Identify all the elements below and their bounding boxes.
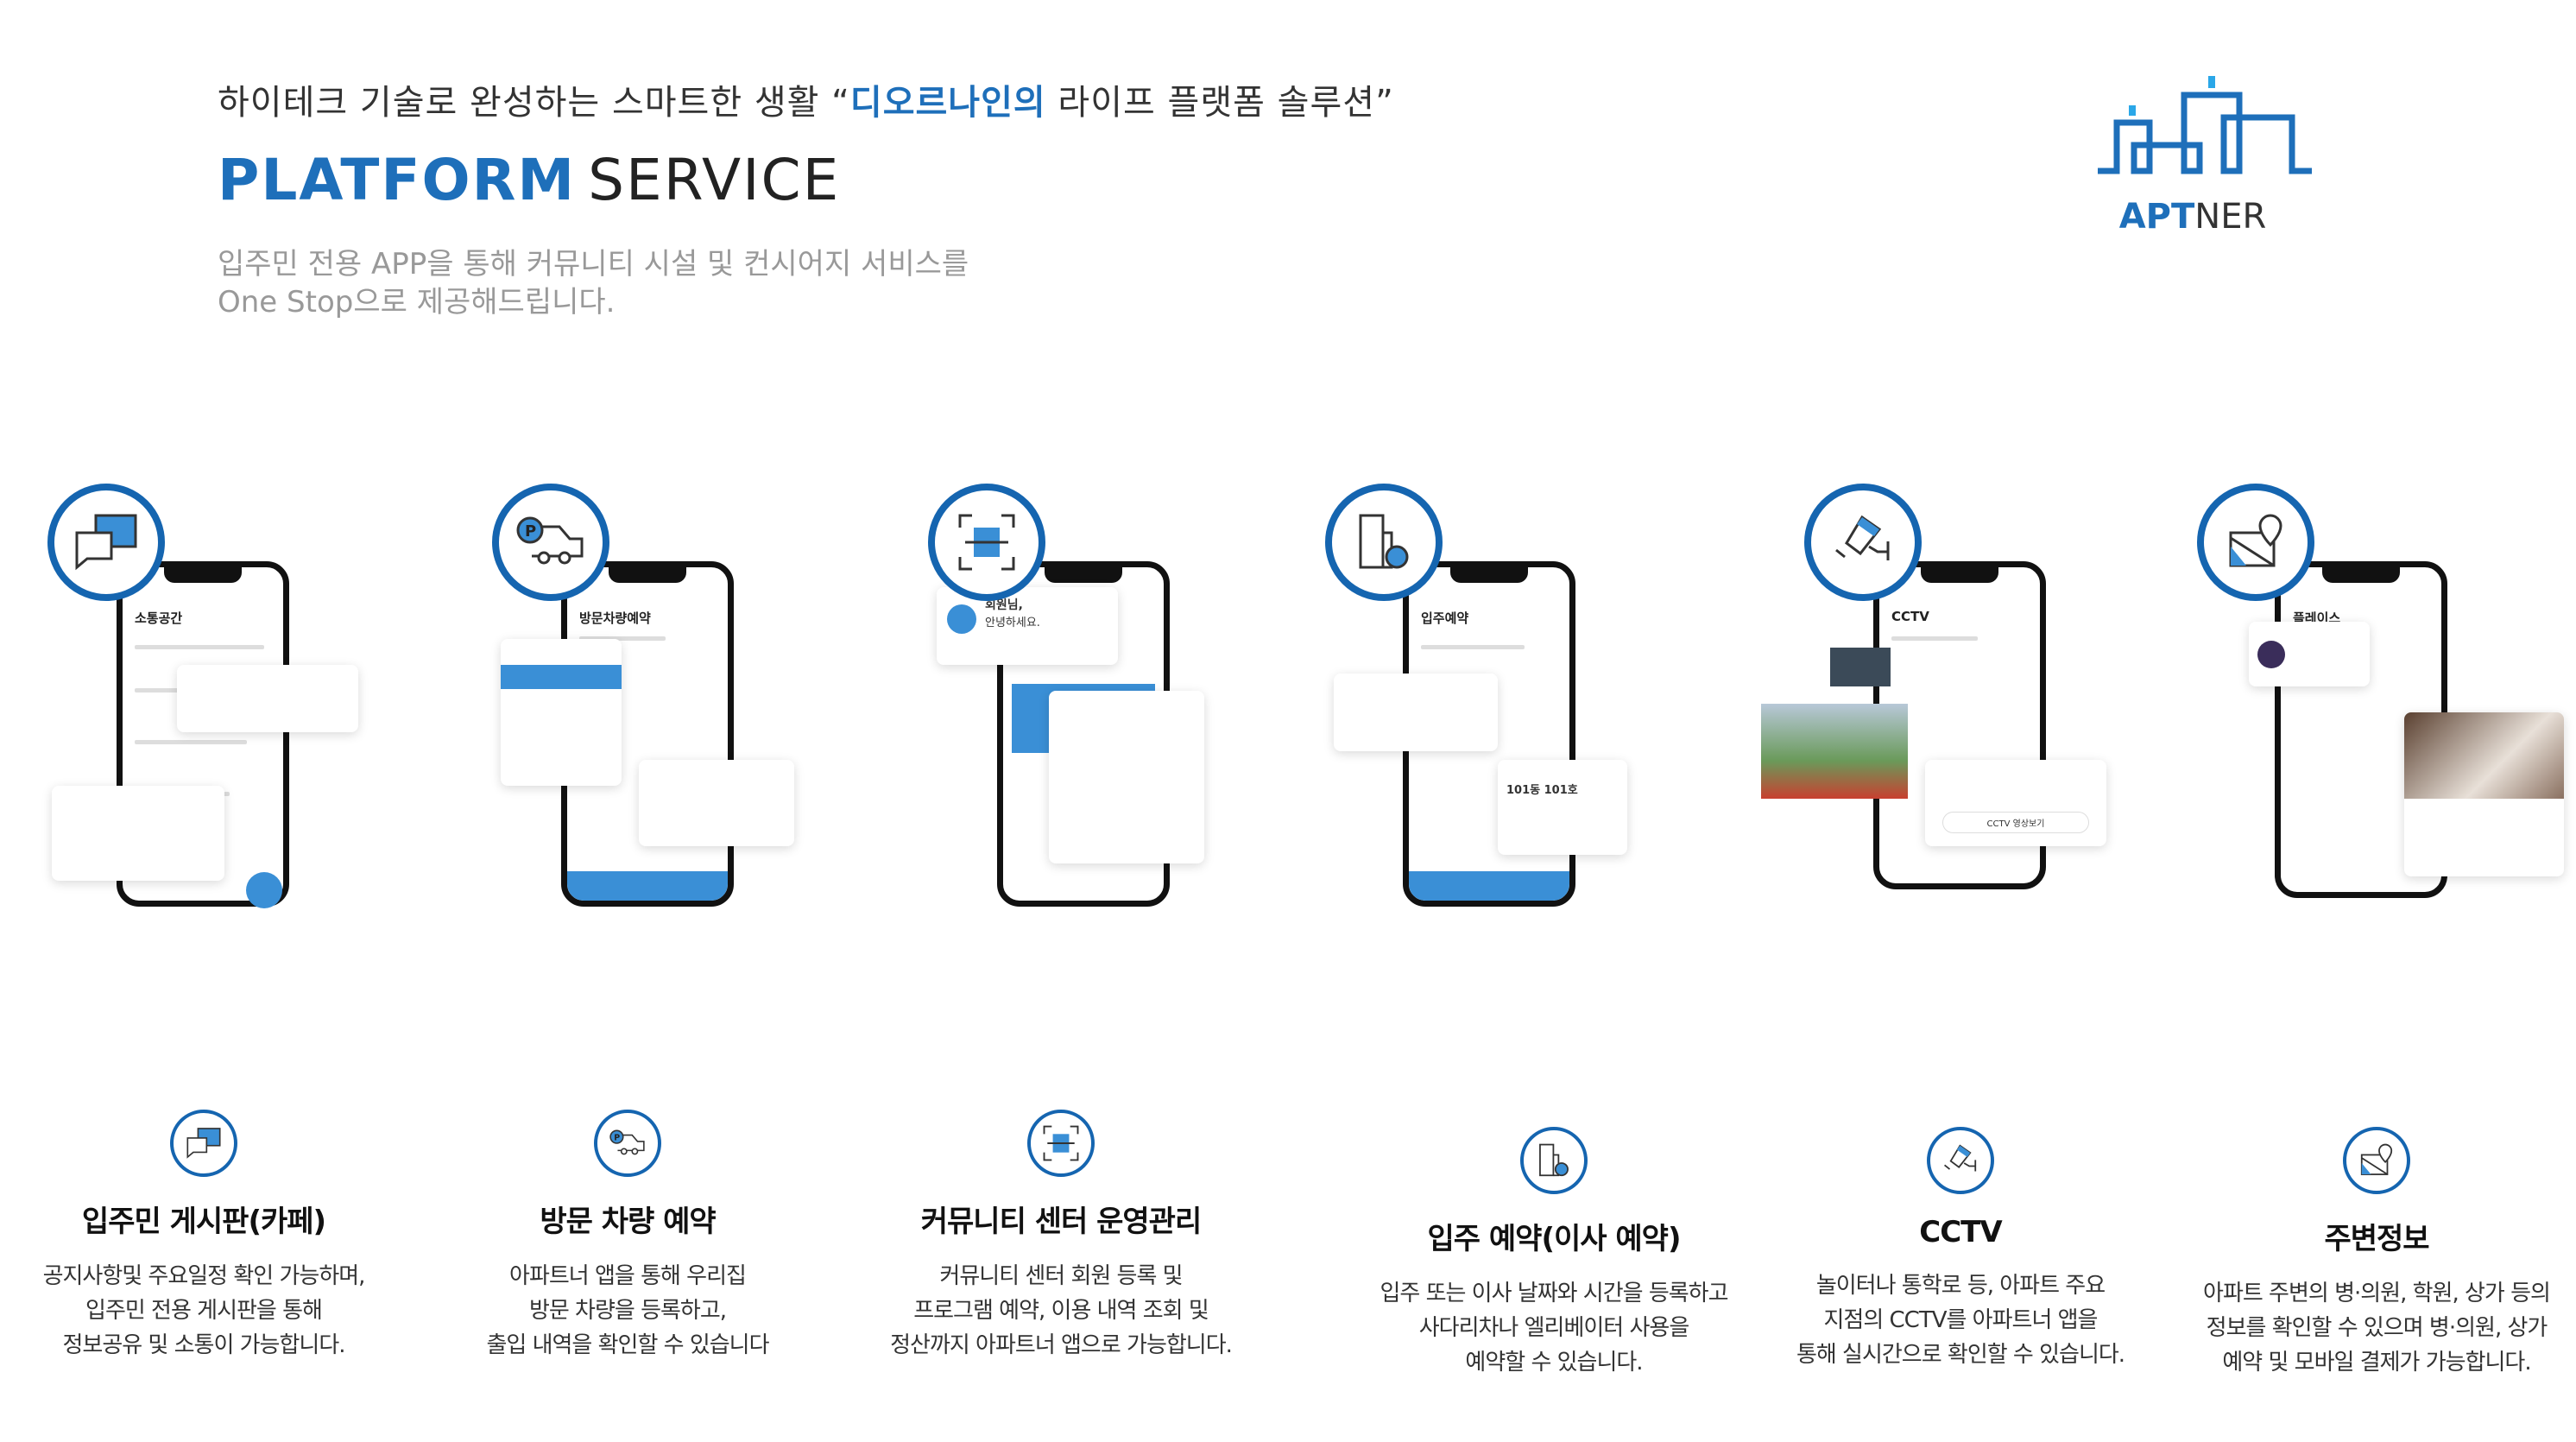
- screen-title: 입주예약: [1421, 610, 1469, 626]
- map-pin-icon: [2197, 484, 2314, 601]
- feature-desc-line: 사다리차나 엘리베이터 사용을: [1418, 1315, 1690, 1341]
- feature-desc-line: 정보를 확인할 수 있으며 병·의원, 상가: [2206, 1315, 2548, 1341]
- cctv-camera-icon: [1804, 484, 1922, 601]
- feature-1: 입주민 게시판(카페) 공지사항및 주요일정 확인 가능하며, 입주민 전용 게시판…: [0, 1110, 411, 1363]
- feature-desc-line: 아파트너 앱을 통해 우리집: [509, 1263, 747, 1289]
- feature-title: 주변정보: [2324, 1222, 2429, 1256]
- title-primary: PLATFORM: [218, 147, 577, 213]
- feature-desc-line: 예약할 수 있습니다.: [1465, 1350, 1643, 1376]
- aptner-logo: APTNER: [2098, 60, 2322, 237]
- screen-title: 방문차량예약: [579, 610, 651, 626]
- feature-title: 입주민 게시판(카페): [81, 1205, 326, 1239]
- feature-desc-line: 지점의 CCTV를 아파트너 앱을: [1823, 1307, 2099, 1333]
- confirm-bar[interactable]: [1409, 871, 1569, 901]
- unit-label: 101동 101호: [1506, 784, 1578, 797]
- map-pin-icon: [2343, 1127, 2410, 1194]
- chat-bubbles-icon: [170, 1110, 237, 1177]
- logo-text-bold: APT: [2118, 197, 2195, 237]
- phone-mockup-parking: P 방문차량예약: [492, 466, 906, 933]
- headline: 하이테크 기술로 완성하는 스마트한 생활 “디오르나인의 라이프 플랫폼 솔루…: [218, 74, 1394, 124]
- headline-text: 하이테크 기술로 완성하는 스마트한 생활 “: [218, 83, 850, 123]
- screen-title: 소통공간: [135, 610, 183, 626]
- headline-text-end: 라이프 플랫폼 솔루션”: [1045, 83, 1394, 123]
- svg-text:P: P: [614, 1133, 620, 1142]
- title-secondary: SERVICE: [588, 147, 841, 213]
- phone-mockup-cctv: CCTV CCTV 영상보기: [1761, 466, 2175, 933]
- parking-car-icon: P: [492, 484, 609, 601]
- feature-title: 커뮤니티 센터 운영관리: [920, 1205, 1202, 1239]
- headline-highlight: 디오르나인의: [849, 83, 1046, 123]
- scan-frame-icon: [928, 484, 1045, 601]
- screen-title: CCTV: [1891, 609, 1929, 624]
- reserve-bar[interactable]: [567, 871, 728, 901]
- cctv-camera-icon: [1927, 1127, 1994, 1194]
- building-clock-icon: [1325, 484, 1443, 601]
- feature-desc-line: 입주 또는 이사 날짜와 시간을 등록하고: [1380, 1281, 1728, 1306]
- greeting-text: 안녕하세요.: [985, 617, 1040, 629]
- phone-mockup-board: 소통공간: [47, 466, 462, 933]
- feature-title: 입주 예약(이사 예약): [1427, 1222, 1682, 1256]
- write-button[interactable]: [246, 872, 282, 908]
- feature-desc-line: 프로그램 예약, 이용 내역 조회 및: [913, 1298, 1209, 1324]
- feature-title: 방문 차량 예약: [540, 1205, 716, 1239]
- feature-desc-line: 방문 차량을 등록하고,: [528, 1298, 727, 1324]
- phone-mockup-movein: 입주예약 101동 101호: [1325, 466, 1739, 933]
- subtitle-line1: 입주민 전용 APP을 통해 커뮤니티 시설 및 컨시어지 서비스를: [218, 247, 969, 281]
- cctv-view-button[interactable]: CCTV 영상보기: [1942, 812, 2089, 833]
- parking-car-icon: P: [594, 1110, 661, 1177]
- feature-title: CCTV: [1919, 1215, 2002, 1249]
- feature-desc-line: 정산까지 아파트너 앱으로 가능합니다.: [890, 1332, 1233, 1358]
- feature-desc-line: 커뮤니티 센터 회원 등록 및: [939, 1263, 1183, 1289]
- greeting-name: 회원님,: [985, 598, 1023, 612]
- chat-bubbles-icon: [47, 484, 165, 601]
- feature-desc-line: 놀이터나 통학로 등, 아파트 주요: [1815, 1273, 2106, 1299]
- feature-desc-line: 공지사항및 주요일정 확인 가능하며,: [42, 1263, 366, 1289]
- subtitle-line2: One Stop으로 제공해드립니다.: [218, 285, 616, 319]
- scan-frame-icon: [1027, 1110, 1095, 1177]
- feature-desc-line: 정보공유 및 소통이 가능합니다.: [62, 1332, 345, 1358]
- feature-desc-line: 아파트 주변의 병·의원, 학원, 상가 등의: [2203, 1281, 2551, 1306]
- logo-text-light: NER: [2194, 197, 2267, 237]
- svg-text:P: P: [525, 522, 536, 541]
- feature-desc-line: 통해 실시간으로 확인할 수 있습니다.: [1796, 1342, 2125, 1368]
- feature-desc-line: 입주민 전용 게시판을 통해: [85, 1298, 323, 1324]
- feature-desc-line: 예약 및 모바일 결제가 가능합니다.: [2222, 1350, 2531, 1376]
- cctv-thumbnail: [1830, 648, 1891, 686]
- building-clock-icon: [1520, 1127, 1588, 1194]
- playground-photo: [1761, 704, 1908, 799]
- phone-mockup-place: 플레이스: [2162, 466, 2576, 933]
- skyline-logo-icon: [2098, 76, 2312, 174]
- phone-mockup-community: 회원님, 안녕하세요.: [928, 466, 1342, 933]
- feature-desc-line: 출입 내역을 확인할 수 있습니다: [486, 1332, 769, 1358]
